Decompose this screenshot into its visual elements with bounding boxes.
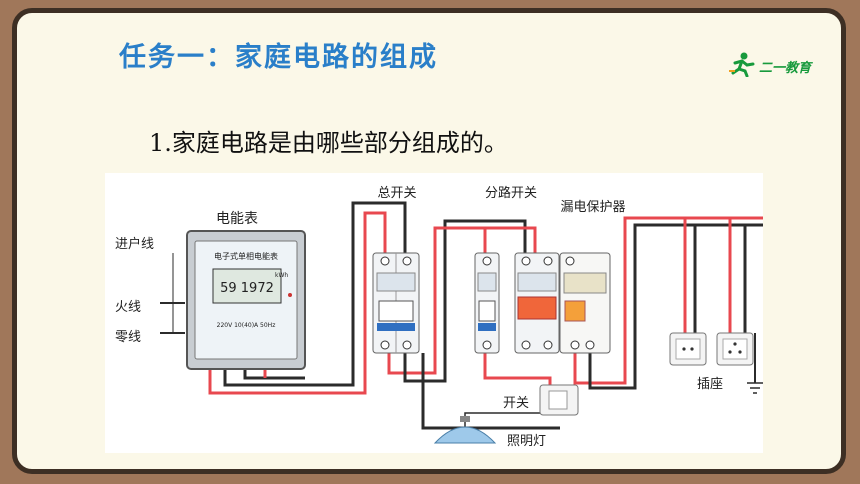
lamp-wires xyxy=(423,398,561,429)
slide-panel: 任务一：家庭电路的组成 二一教育 1.家庭电路是由哪些部分组成的。 xyxy=(12,8,846,474)
label-live: 火线 xyxy=(115,300,141,315)
meter-reading: 59 1972 xyxy=(220,281,274,296)
label-rcd: 漏电保护器 xyxy=(560,199,625,215)
meter-header: 电子式单相电能表 xyxy=(214,251,278,261)
label-branch-switch: 分路开关 xyxy=(485,185,537,201)
leakage-protector xyxy=(559,252,611,354)
branch-switch-breaker xyxy=(474,252,500,354)
socket-two-pin xyxy=(669,332,707,366)
lamp xyxy=(433,416,497,444)
label-lamp: 照明灯 xyxy=(507,434,546,449)
slide-title: 任务一：家庭电路的组成 xyxy=(119,42,438,73)
light-switch xyxy=(539,384,579,416)
circuit-diagram: 电子式单相电能表 59 1972 kWh 220V 10(40)A 50Hz xyxy=(105,173,763,453)
label-neutral: 零线 xyxy=(115,330,141,345)
question-text: 1.家庭电路是由哪些部分组成的。 xyxy=(149,129,508,157)
label-socket: 插座 xyxy=(697,377,723,392)
meter-spec: 220V 10(40)A 50Hz xyxy=(217,322,276,329)
incoming-wires xyxy=(160,253,185,334)
label-meter: 电能表 xyxy=(216,211,258,227)
logo-text: 二一教育 xyxy=(759,61,812,76)
label-incoming: 进户线 xyxy=(115,236,154,252)
label-main-switch: 总开关 xyxy=(377,186,416,201)
electricity-meter: 电子式单相电能表 59 1972 kWh 220V 10(40)A 50Hz xyxy=(186,230,306,370)
circuit-svg: 电子式单相电能表 59 1972 kWh 220V 10(40)A 50Hz xyxy=(115,185,763,449)
meter-unit: kWh xyxy=(275,272,288,279)
brand-logo: 二一教育 xyxy=(727,51,827,81)
branch-switch-red xyxy=(514,252,560,354)
bus-wires xyxy=(387,216,763,430)
main-switch-breaker xyxy=(372,252,420,354)
socket-three-pin xyxy=(716,332,754,366)
runner-icon xyxy=(729,52,755,78)
label-switch: 开关 xyxy=(503,396,529,411)
